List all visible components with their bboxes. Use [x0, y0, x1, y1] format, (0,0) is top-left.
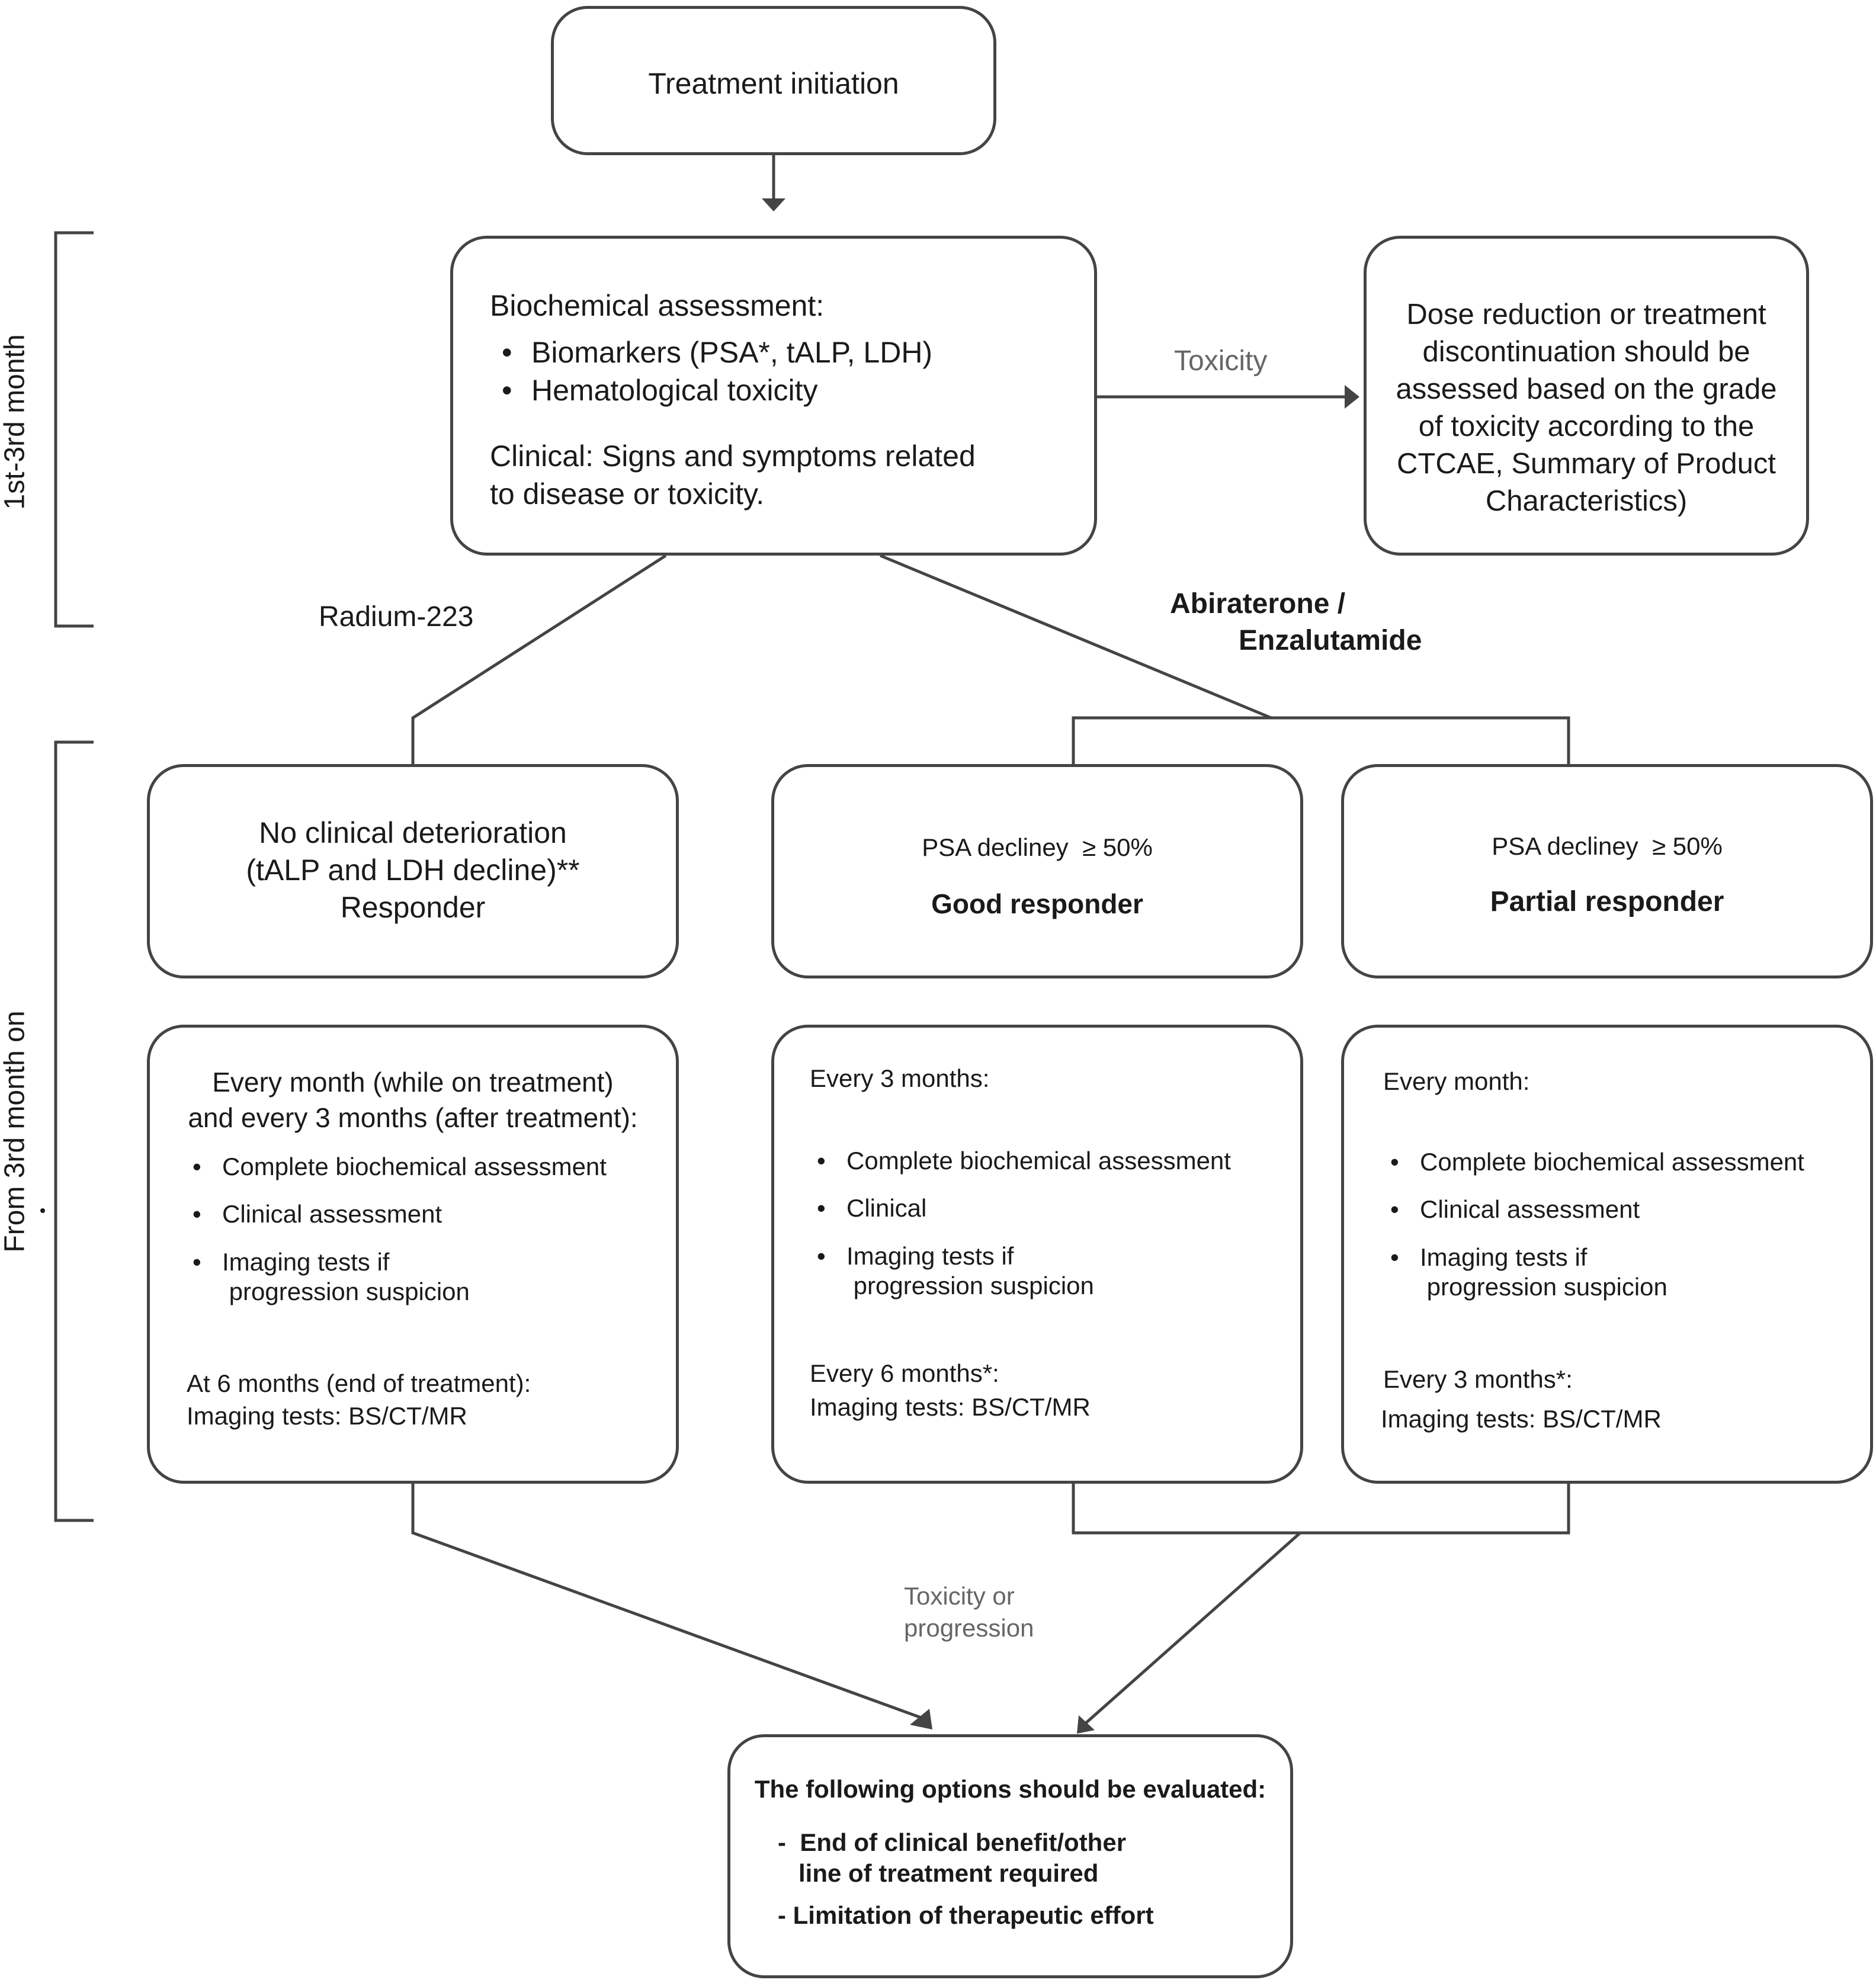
node-radium-follow-up: Every month (while on treatment) and eve… [147, 1025, 679, 1484]
biochem-bullet-biomarkers: Biomarkers (PSA*, tALP, LDH) [490, 333, 932, 371]
good-bullet-biochemical: Complete biochemical assessment [805, 1146, 1231, 1176]
edge-label-toxicity-progression: Toxicity or progression [904, 1582, 1034, 1642]
radium-follow-end-detail: Imaging tests: BS/CT/MR [187, 1402, 467, 1430]
good-bullet-imaging: Imaging tests if progression suspicion [805, 1241, 1231, 1301]
biochem-clinical: Clinical: Signs and symptoms related to … [490, 439, 976, 511]
good-responder-criterion: PSA decliney ≥ 50% [922, 833, 1153, 861]
partial-bullet-biochemical: Complete biochemical assessment [1378, 1147, 1804, 1177]
phase-bracket-later [54, 740, 94, 1522]
radium-bullet-biochemical: Complete biochemical assessment [181, 1152, 607, 1182]
partial-follow-bullets: Complete biochemical assessment Clinical… [1378, 1147, 1804, 1302]
node-radium-responder: No clinical deterioration (tALP and LDH … [147, 764, 679, 978]
arrow-radium-to-final [411, 1484, 922, 1719]
partial-bullet-clinical: Clinical assessment [1378, 1195, 1804, 1225]
good-follow-bullets: Complete biochemical assessment Clinical… [805, 1146, 1231, 1301]
edge-label-abiraterone: Abiraterone / [1170, 588, 1346, 620]
edge-label-toxicity: Toxicity [1174, 345, 1268, 377]
partial-responder-criterion: PSA decliney ≥ 50% [1492, 832, 1723, 860]
final-option-end-of-benefit: - End of clinical benefit/other line of … [778, 1828, 1127, 1887]
final-option-limitation: - Limitation of therapeutic effort [778, 1901, 1154, 1929]
phase-label-later: From 3rd month on [0, 1010, 31, 1253]
partial-responder-label: Partial responder [1490, 886, 1724, 917]
node-biochemical-assessment: Biochemical assessment: Biomarkers (PSA*… [450, 236, 1097, 556]
good-follow-frequency: Every 3 months: [810, 1064, 990, 1092]
dose-reduction-text: Dose reduction or treatment discontinuat… [1396, 299, 1777, 517]
radium-bullet-clinical: Clinical assessment [181, 1199, 607, 1230]
radium-follow-bullets: Complete biochemical assessment Clinical… [181, 1152, 607, 1307]
node-final-options: The following options should be evaluate… [727, 1734, 1293, 1978]
node-good-responder: PSA decliney ≥ 50% Good responder [771, 764, 1303, 978]
arrowhead-toxicity [1345, 385, 1359, 409]
radium-follow-frequency: Every month (while on treatment) and eve… [188, 1067, 638, 1133]
good-follow-end-detail: Imaging tests: BS/CT/MR [810, 1393, 1091, 1421]
edge-label-enzalutamide: Enzalutamide [1239, 625, 1422, 656]
node-treatment-initiation: Treatment initiation [551, 6, 996, 155]
arrow-abi-to-final [1084, 1532, 1301, 1725]
partial-follow-end-detail: Imaging tests: BS/CT/MR [1381, 1405, 1662, 1433]
radium-responder-text: No clinical deterioration (tALP and LDH … [246, 816, 580, 924]
radium-bullet-imaging: Imaging tests if progression suspicion [181, 1247, 607, 1307]
node-good-follow-up: Every 3 months: Complete biochemical ass… [771, 1025, 1303, 1484]
node-dose-reduction: Dose reduction or treatment discontinuat… [1364, 236, 1809, 556]
good-responder-label: Good responder [931, 888, 1143, 919]
line-responder-merge [1072, 1484, 1570, 1535]
treatment-initiation-label: Treatment initiation [648, 67, 899, 100]
phase-label-dot [40, 1208, 45, 1213]
arrowhead-start [762, 198, 785, 211]
partial-follow-end-title: Every 3 months*: [1383, 1365, 1573, 1393]
biochem-bullets: Biomarkers (PSA*, tALP, LDH) Hematologic… [490, 333, 932, 409]
partial-bullet-imaging: Imaging tests if progression suspicion [1378, 1243, 1804, 1302]
arrowhead-abi-final [1077, 1715, 1095, 1734]
line-radium-branch [411, 554, 667, 764]
phase-label-first: 1st-3rd month [0, 334, 31, 510]
node-partial-follow-up: Every month: Complete biochemical assess… [1341, 1025, 1873, 1484]
phase-bracket-first [54, 231, 94, 628]
radium-follow-end-title: At 6 months (end of treatment): [187, 1369, 531, 1397]
biochem-title: Biochemical assessment: [490, 289, 825, 322]
arrowhead-radium-final [910, 1709, 932, 1729]
node-partial-responder: PSA decliney ≥ 50% Partial responder [1341, 764, 1873, 978]
partial-follow-frequency: Every month: [1383, 1067, 1530, 1095]
line-abi-branch [880, 554, 1272, 720]
good-follow-end-title: Every 6 months*: [810, 1359, 999, 1387]
good-bullet-clinical: Clinical [805, 1193, 1231, 1224]
edge-label-radium: Radium-223 [319, 601, 474, 633]
final-options-title: The following options should be evaluate… [754, 1775, 1266, 1803]
line-responder-split [1072, 716, 1570, 764]
biochem-bullet-hematological: Hematological toxicity [490, 371, 932, 409]
